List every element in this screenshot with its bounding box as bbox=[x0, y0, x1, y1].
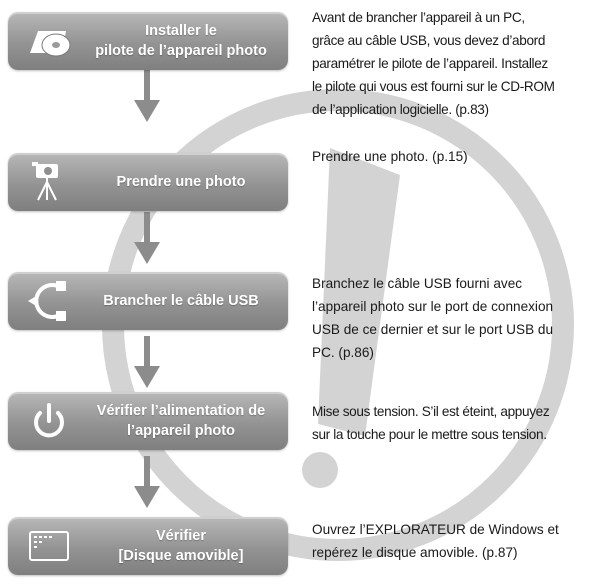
step-check-removable-disk: Vérifier [Disque amovible] bbox=[8, 517, 288, 575]
step-connect-usb-description: Branchez le câble USB fourni avec l’appa… bbox=[312, 272, 612, 364]
description-line: de l’application logicielle. (p.83) bbox=[312, 102, 489, 117]
description-line: le pilote qui vous est fourni sur le CD-… bbox=[312, 79, 555, 94]
description-line: USB de ce dernier et sur le port USB du bbox=[312, 322, 554, 337]
step-take-photo-label: Prendre une photo bbox=[80, 153, 282, 211]
description-line: paramétrer le pilote de l’appareil. Inst… bbox=[312, 56, 548, 71]
flow-arrow-down-icon bbox=[134, 212, 160, 264]
flow-arrow-down-icon bbox=[134, 336, 160, 388]
step-check-power-label: Vérifier l’alimentation de l’appareil ph… bbox=[80, 392, 282, 450]
step-connect-usb: Brancher le câble USB bbox=[8, 272, 288, 330]
label-line: [Disque amovible] bbox=[118, 548, 244, 564]
description-line: l’appareil photo sur le port de connexio… bbox=[312, 299, 554, 314]
label-line: Vérifier bbox=[156, 528, 206, 544]
step-take-photo: Prendre une photo bbox=[8, 153, 288, 211]
label-line: l’appareil photo bbox=[127, 423, 235, 439]
step-check-power: Vérifier l’alimentation de l’appareil ph… bbox=[8, 392, 288, 450]
description-line: Ouvrez l’EXPLORATEUR de Windows et bbox=[312, 522, 559, 537]
description-line: grâce au câble USB, vous devez d’abord bbox=[312, 33, 546, 48]
flow-arrow-down-icon bbox=[134, 456, 160, 508]
description-line: repérez le disque amovible. (p.87) bbox=[312, 545, 518, 560]
step-check-removable-disk-description: Ouvrez l’EXPLORATEUR de Windows et repér… bbox=[312, 518, 612, 564]
description-line: Branchez le câble USB fourni avec bbox=[312, 276, 523, 291]
label-line: Vérifier l’alimentation de bbox=[96, 403, 266, 419]
step-connect-usb-label: Brancher le câble USB bbox=[80, 272, 282, 330]
description-line: Mise sous tension. S’il est éteint, appu… bbox=[312, 404, 550, 419]
step-take-photo-description: Prendre une photo. (p.15) bbox=[312, 145, 612, 168]
label-line: Brancher le câble USB bbox=[103, 293, 259, 309]
label-line: pilote de l’appareil photo bbox=[95, 43, 267, 59]
description-line: sur la touche pour le mettre sous tensio… bbox=[312, 427, 547, 442]
label-line: Prendre une photo bbox=[116, 174, 246, 190]
flow-arrow-down-icon bbox=[134, 70, 160, 122]
step-check-power-description: Mise sous tension. S’il est éteint, appu… bbox=[312, 400, 612, 446]
step-install-driver: Installer le pilote de l’appareil photo bbox=[8, 12, 288, 70]
removable-disk-icon bbox=[29, 531, 69, 561]
step-check-removable-disk-label: Vérifier [Disque amovible] bbox=[80, 517, 282, 575]
usb-icon bbox=[28, 281, 66, 321]
step-install-driver-description: Avant de brancher l’appareil à un PC, gr… bbox=[312, 6, 612, 121]
step-install-driver-label: Installer le pilote de l’appareil photo bbox=[80, 12, 282, 70]
description-line: Prendre une photo. (p.15) bbox=[312, 149, 468, 164]
power-icon bbox=[34, 403, 64, 438]
description-line: PC. (p.86) bbox=[312, 345, 374, 360]
cd-disc-icon bbox=[30, 31, 71, 57]
description-line: Avant de brancher l’appareil à un PC, bbox=[312, 10, 525, 25]
label-line: Installer le bbox=[145, 23, 217, 39]
camera-tripod-icon bbox=[32, 162, 58, 201]
